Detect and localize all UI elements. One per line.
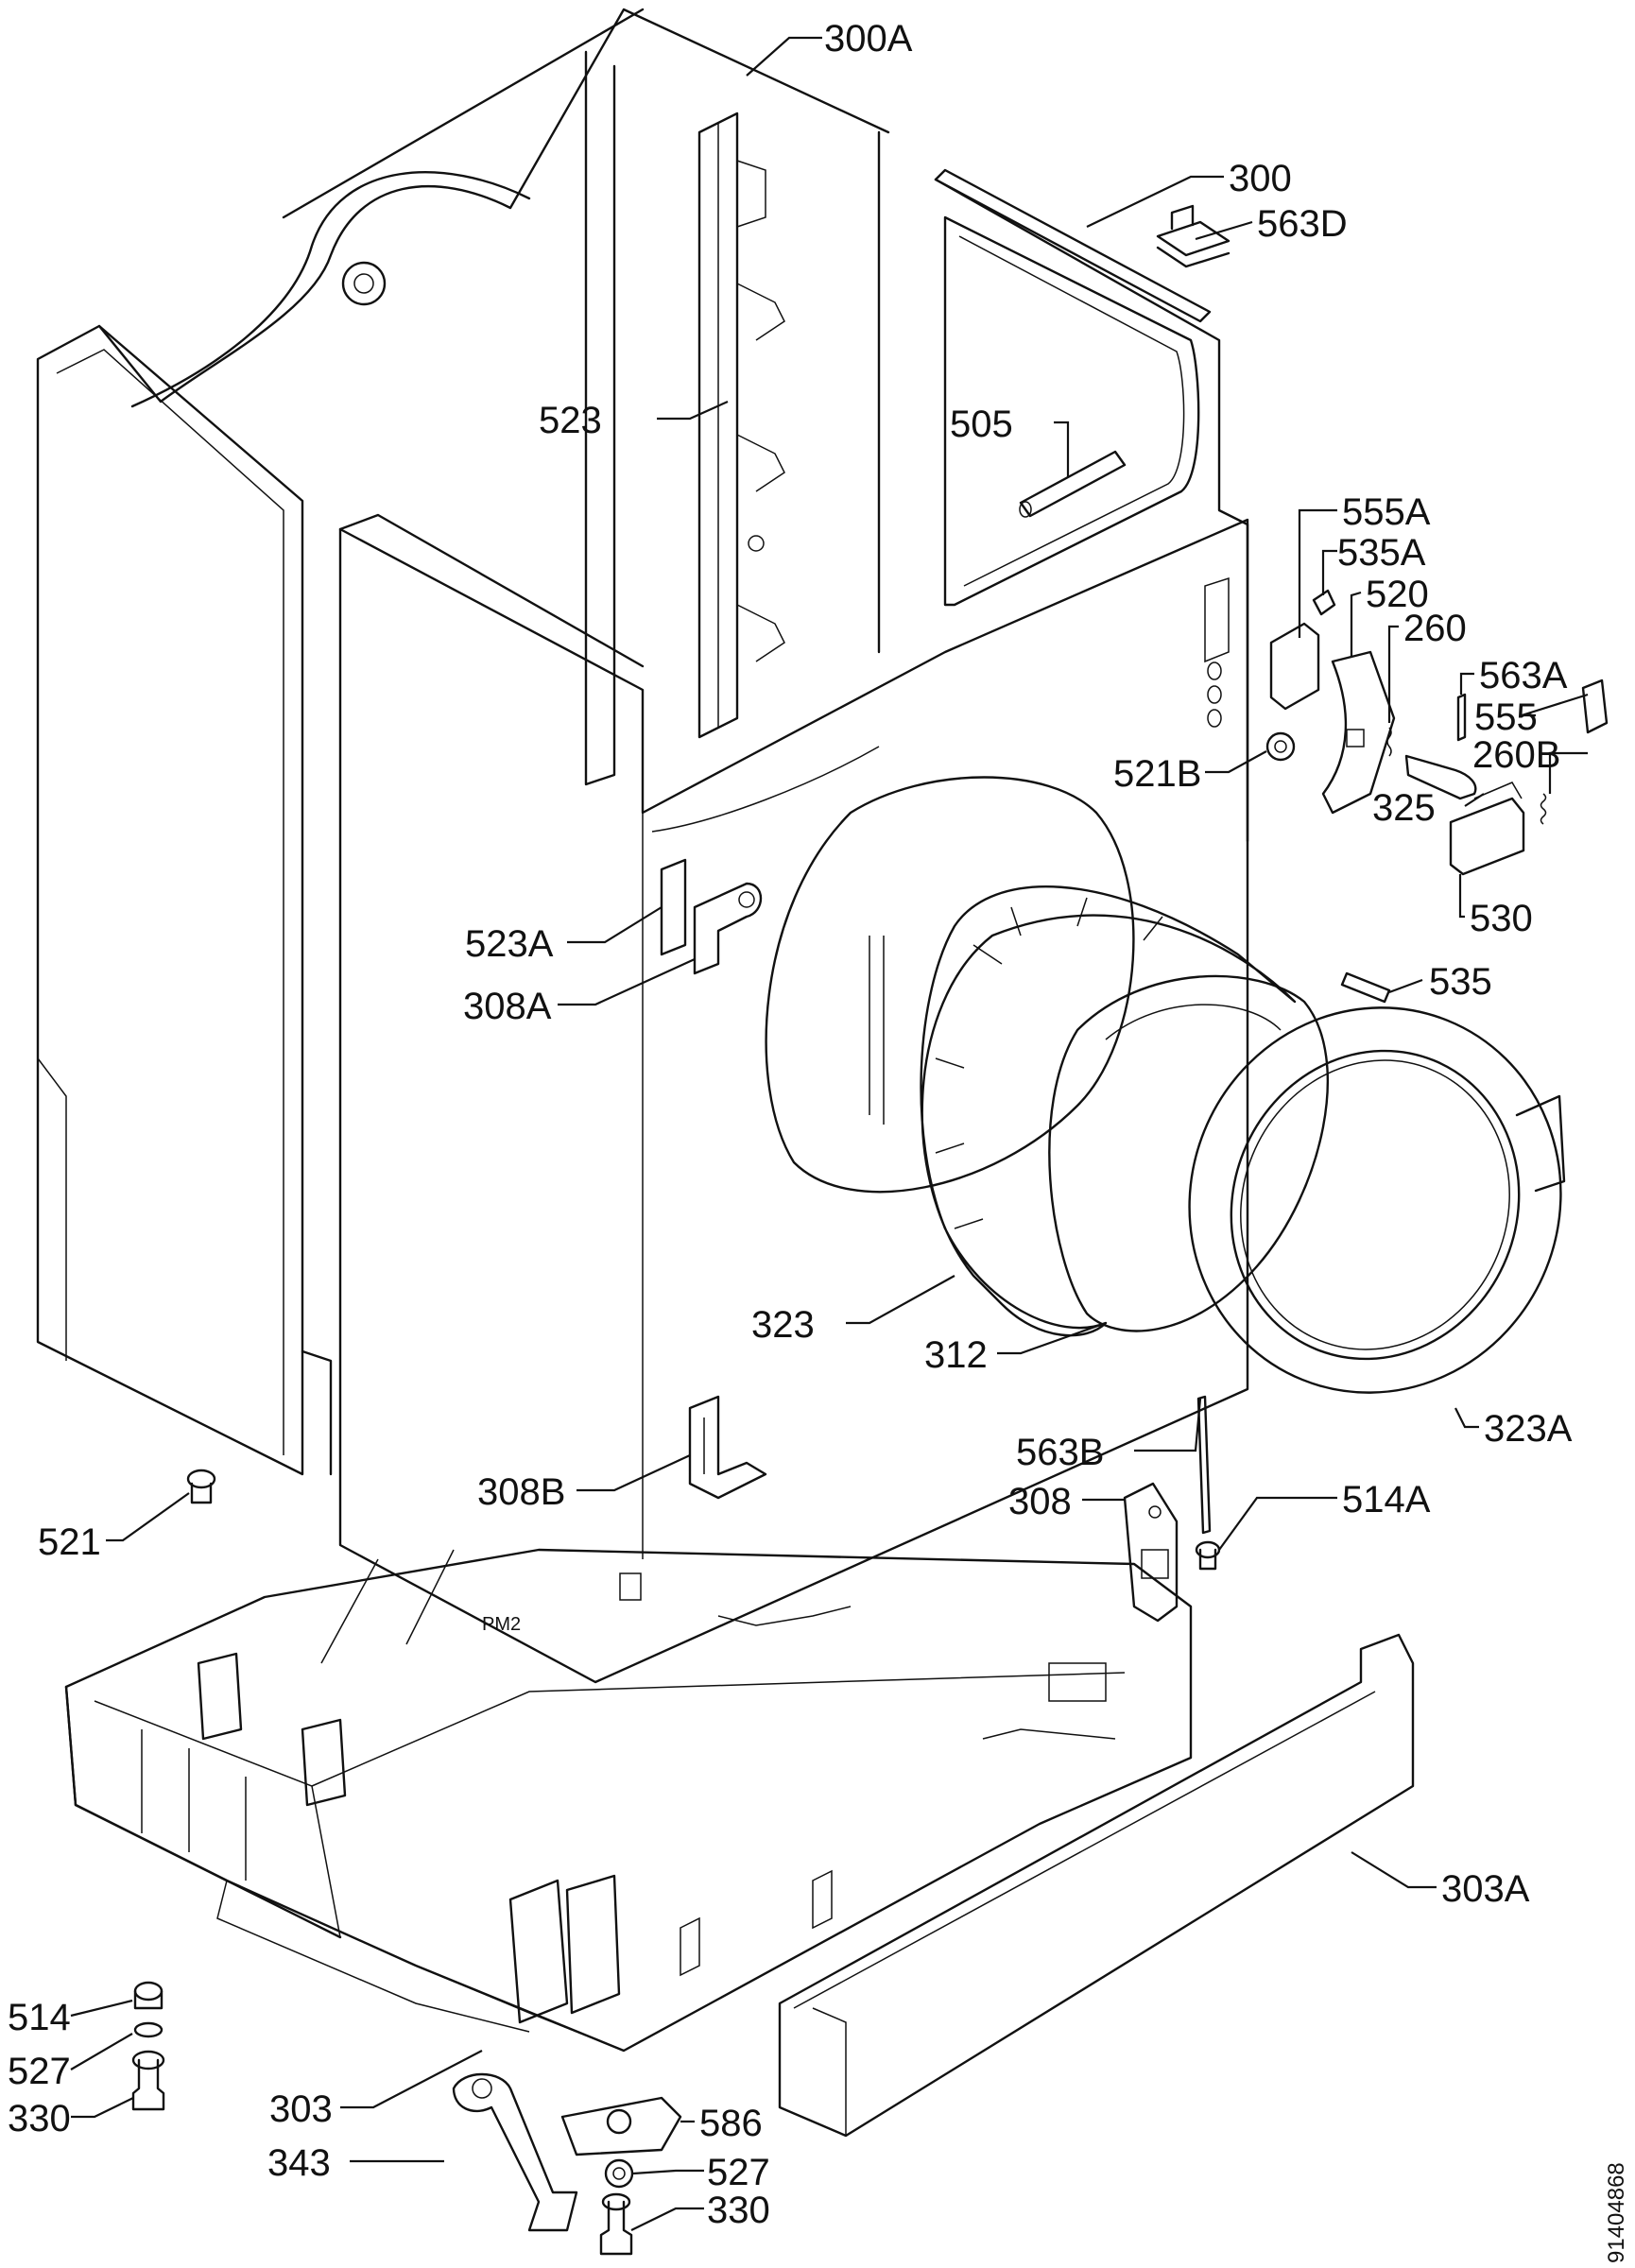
label-312: 312: [924, 1334, 988, 1376]
label-521: 521: [38, 1521, 101, 1563]
label-303A: 303A: [1441, 1868, 1530, 1910]
top-bracket: [1156, 204, 1231, 268]
label-260B: 260B: [1472, 734, 1560, 776]
label-520: 520: [1366, 574, 1429, 615]
label-523: 523: [539, 400, 602, 441]
label-521B: 521B: [1113, 753, 1201, 795]
base-frame: PM2: [64, 1548, 1193, 2053]
door-hinge-parts: [1123, 1395, 1221, 1623]
label-308A: 308A: [463, 986, 552, 1027]
door-lock-parts: [1265, 589, 1609, 1004]
label-343: 343: [267, 2142, 331, 2184]
door-assembly: [920, 885, 1566, 1394]
foot-parts: [131, 1981, 682, 2256]
plinth: [778, 1633, 1415, 2138]
label-514A: 514A: [1342, 1479, 1431, 1521]
label-300A: 300A: [824, 18, 913, 60]
label-523A: 523A: [465, 923, 554, 965]
stamp: PM2: [482, 1614, 521, 1635]
leader-lines: [70, 36, 1589, 2231]
label-586: 586: [699, 2103, 763, 2144]
label-323A: 323A: [1484, 1408, 1573, 1450]
label-527-lower: 527: [707, 2152, 770, 2193]
label-530: 530: [1470, 898, 1533, 939]
label-330-lower: 330: [707, 2190, 770, 2231]
label-308B: 308B: [477, 1471, 565, 1513]
label-535A: 535A: [1337, 532, 1426, 574]
label-505: 505: [950, 404, 1013, 445]
rod: [1019, 450, 1127, 518]
label-330: 330: [8, 2098, 71, 2139]
document-number: 91404868: [1604, 2162, 1629, 2263]
label-308: 308: [1008, 1481, 1072, 1522]
cabinet-frame: [36, 8, 1249, 1684]
part-labels: 300A 300 563D 523 505 555A 535A 520 260 …: [8, 18, 1573, 2231]
label-563B: 563B: [1016, 1432, 1104, 1473]
label-563A: 563A: [1479, 655, 1568, 696]
label-260: 260: [1403, 608, 1467, 649]
hinge-bracket-upper: [660, 858, 763, 975]
label-300: 300: [1229, 158, 1292, 199]
hinge-bracket-lower: [688, 1395, 767, 1500]
label-527: 527: [8, 2051, 71, 2092]
label-563D: 563D: [1257, 203, 1348, 245]
label-535: 535: [1429, 961, 1492, 1003]
label-325: 325: [1372, 787, 1436, 829]
label-323: 323: [751, 1304, 815, 1346]
rear-cable-strip: [697, 112, 785, 739]
screw-521: [186, 1469, 216, 1504]
label-555A: 555A: [1342, 491, 1431, 533]
label-514: 514: [8, 1997, 71, 2038]
label-303: 303: [269, 2088, 333, 2130]
label-555: 555: [1474, 696, 1538, 738]
